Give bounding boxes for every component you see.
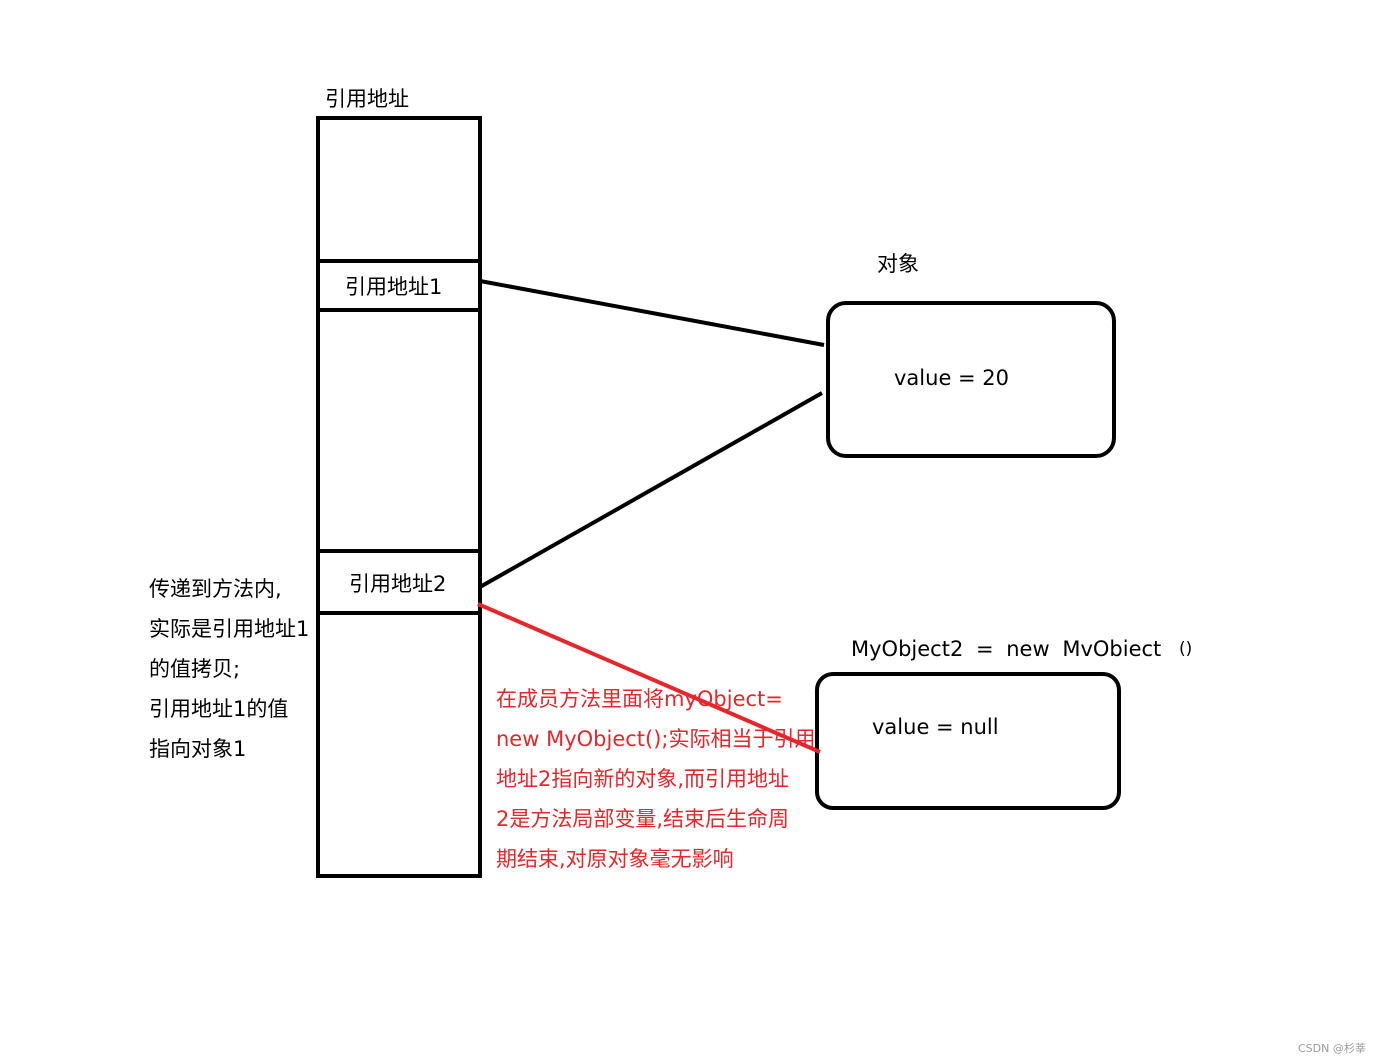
object1-content: value = 20 [894, 366, 1010, 390]
object1-title: 对象 [877, 252, 919, 276]
red-note: 在成员方法里面将myObject= new MyObject();实际相当于引用… [496, 679, 815, 879]
object2-box [815, 672, 1121, 810]
slot1-label: 引用地址1 [345, 275, 443, 299]
red-note-line: 地址2指向新的对象,而引用地址 [496, 767, 790, 791]
object2-title-parens: () [1179, 639, 1193, 659]
left-note-line: 指向对象1 [149, 737, 247, 761]
red-note-line: 在成员方法里面将myObject= [496, 687, 783, 711]
slot2-to-object2-line [477, 602, 821, 754]
watermark: CSDN @杉莘 [1298, 1042, 1366, 1055]
left-note-line: 实际是引用地址1 [149, 617, 310, 641]
left-note: 传递到方法内, 实际是引用地址1 的值拷贝; 引用地址1的值 指向对象1 [149, 569, 309, 769]
slot2-to-object1-line [479, 391, 823, 589]
red-note-line: 2是方法局部变量,结束后生命周 [496, 807, 790, 831]
object2-content: value = null [872, 715, 999, 739]
red-note-line: 期结束,对原对象毫无影响 [496, 847, 734, 871]
red-note-line: new MyObject();实际相当于引用 [496, 727, 816, 751]
left-note-line: 的值拷贝; [149, 657, 241, 681]
stack-column [316, 116, 482, 878]
stack-title: 引用地址 [325, 87, 409, 111]
slot1-to-object1-line [479, 279, 825, 347]
object2-title: MyObject2 = new MvObiect [851, 637, 1162, 661]
left-note-line: 传递到方法内, [149, 577, 282, 601]
object1-box [826, 301, 1116, 458]
slot2-label: 引用地址2 [349, 572, 447, 596]
left-note-line: 引用地址1的值 [149, 697, 289, 721]
